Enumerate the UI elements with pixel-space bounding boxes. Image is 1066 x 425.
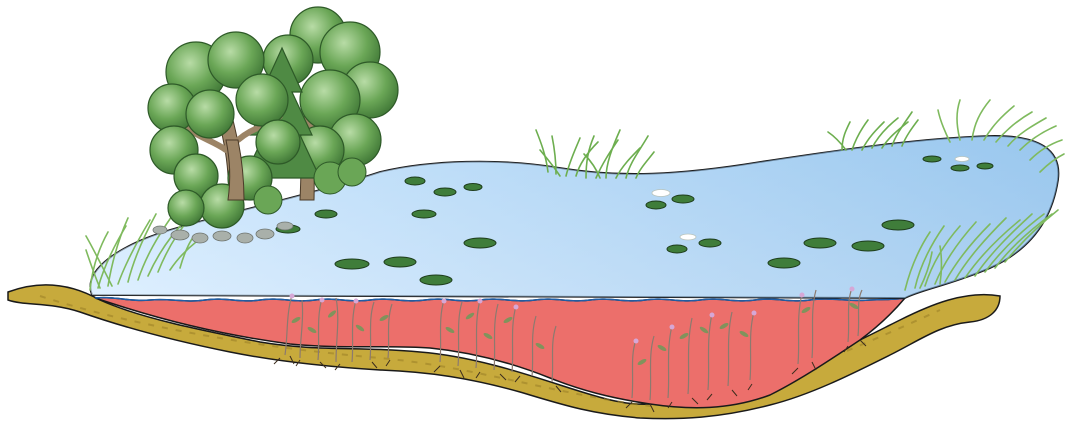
- lily-pad-icon: [977, 163, 993, 169]
- lily-pad-icon: [667, 245, 687, 253]
- rock-icon: [237, 233, 253, 243]
- lily-pad-icon: [699, 239, 721, 247]
- lily-pad-icon: [434, 188, 456, 196]
- rock-icon: [171, 230, 189, 240]
- lily-pad-icon: [804, 238, 836, 248]
- lily-pad-icon: [646, 201, 666, 209]
- rock-icon: [213, 231, 231, 241]
- lily-pad-icon: [951, 165, 969, 171]
- lily-pad-icon: [405, 177, 425, 185]
- lily-pad-icon: [464, 238, 496, 248]
- lily-pad-icon: [464, 184, 482, 191]
- lily-pad-icon: [384, 257, 416, 267]
- rock-icon: [192, 233, 208, 243]
- rock-icon: [277, 222, 293, 230]
- rock-icon: [153, 226, 167, 234]
- lily-pad-icon: [768, 258, 800, 268]
- lily-pad-icon: [882, 220, 914, 230]
- lily-pad-icon: [335, 259, 369, 269]
- lily-pad-icon: [923, 156, 941, 162]
- rock-icon: [256, 229, 274, 239]
- lily-pad-icon: [420, 275, 452, 285]
- lily-pad-icon: [315, 210, 337, 218]
- lily-pad-icon: [852, 241, 884, 251]
- lily-pad-icon: [412, 210, 436, 218]
- lily-pad-icon: [672, 195, 694, 203]
